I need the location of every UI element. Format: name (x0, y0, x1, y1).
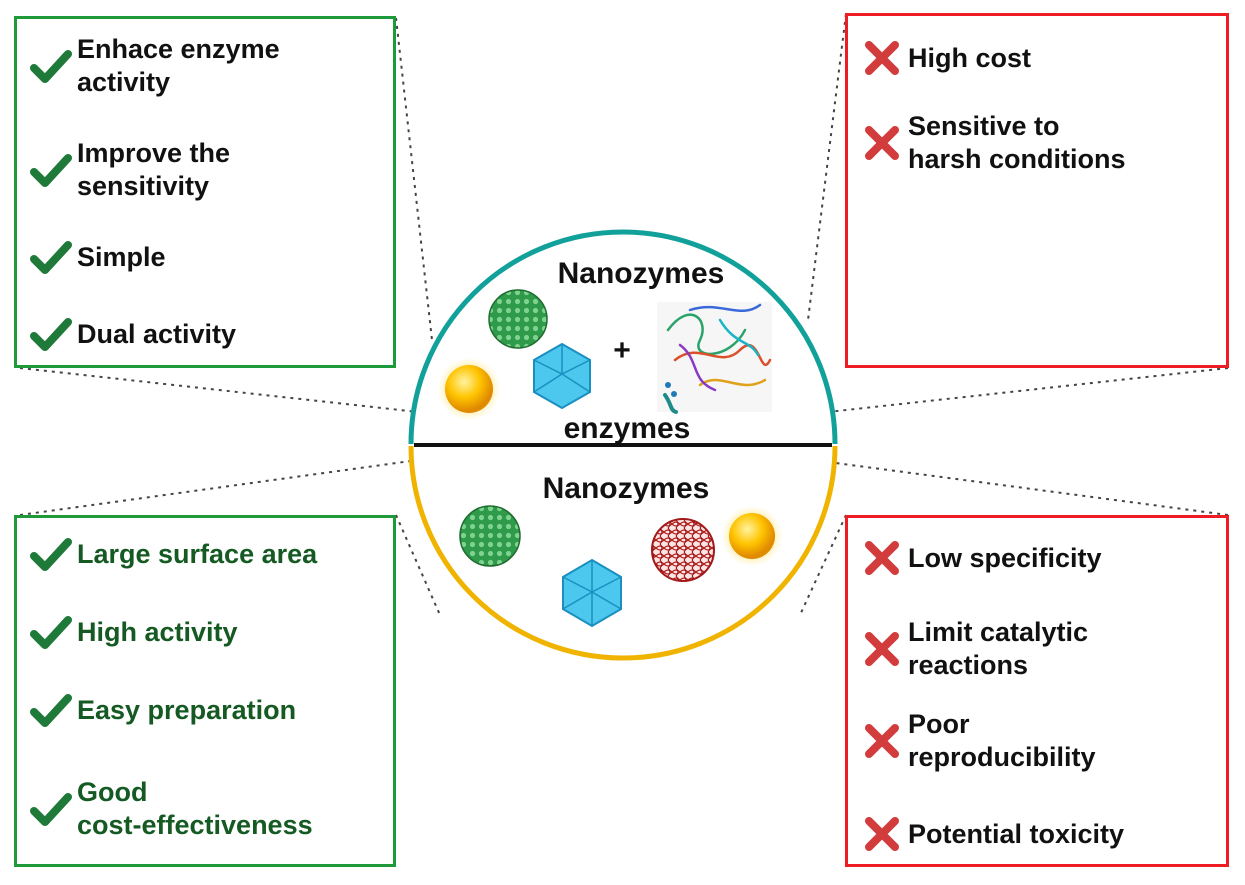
cross-icon (865, 126, 899, 160)
check-icon (30, 241, 72, 274)
con-item: Potential toxicity (860, 812, 1124, 856)
green-cage-nanoparticle-icon (459, 505, 521, 567)
connector-lines (19, 13, 1229, 616)
circle-bottom-title: Nanozymes (543, 472, 710, 505)
con-item: High cost (860, 36, 1031, 80)
green-cage-nanoparticle-icon (488, 289, 548, 349)
check-icon (30, 154, 72, 187)
check-icon (30, 318, 72, 351)
pro-item: Large surface area (29, 532, 317, 576)
red-mesh-nanoparticle-icon (651, 518, 715, 582)
circle-plus-sign: + (613, 334, 631, 367)
cross-icon (865, 632, 899, 666)
con-item: Low specificity (860, 536, 1102, 580)
gold-nanoparticle-icon (721, 505, 783, 567)
check-icon (30, 793, 72, 826)
item-label: Large surface area (77, 538, 318, 569)
item-label: Potential toxicity (908, 818, 1125, 849)
gold-nanoparticle-icon (437, 357, 501, 421)
icosahedron-nanoparticle-icon (533, 342, 591, 410)
check-icon (30, 50, 72, 83)
check-icon (30, 538, 72, 571)
cross-icon (865, 817, 899, 851)
central-circle: Nanozymes + enzymes Nanozymes (408, 227, 838, 661)
circle-bottom-arc (408, 445, 838, 661)
circle-top-arc (408, 229, 838, 445)
check-icon (30, 694, 72, 727)
circle-top-title: Nanozymes (558, 257, 725, 290)
cross-icon (865, 724, 899, 758)
pro-item: Dual activity (29, 312, 236, 356)
check-icon (30, 616, 72, 649)
item-label: Dual activity (77, 318, 237, 349)
circle-top-subtitle: enzymes (564, 412, 691, 445)
pro-item: Easy preparation (29, 688, 296, 732)
item-label: High activity (77, 616, 238, 647)
icosahedron-nanoparticle-icon (562, 558, 622, 628)
pro-item: Simple (29, 235, 166, 279)
cross-icon (865, 41, 899, 75)
enzyme-protein-structure-icon (657, 302, 772, 414)
item-label: Simple (77, 241, 166, 272)
item-label: Low specificity (908, 542, 1102, 573)
item-label: High cost (908, 42, 1032, 73)
item-label: Easy preparation (77, 694, 297, 725)
cross-icon (865, 541, 899, 575)
pro-item: High activity (29, 610, 238, 654)
